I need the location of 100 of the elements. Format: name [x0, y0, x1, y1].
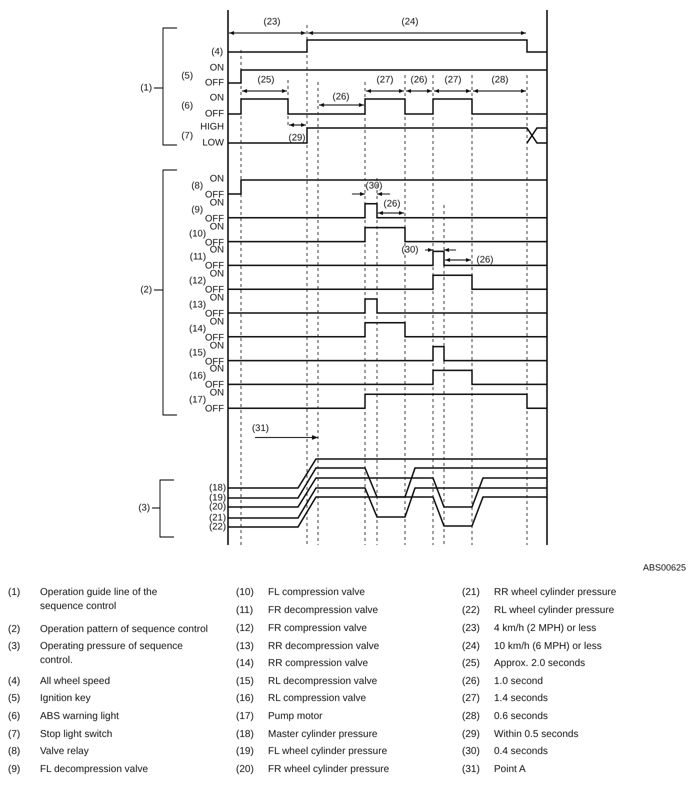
key-description: RL decompression valve [268, 675, 378, 689]
callout-number: (16) [236, 692, 254, 706]
callout-number: (6) [181, 101, 193, 111]
callout-number: (5) [181, 71, 193, 81]
callout-number: (22) [209, 522, 226, 532]
key-description: Ignition key [40, 692, 91, 706]
state-label: ON [210, 317, 224, 327]
key-description: Master cylinder pressure [268, 728, 378, 742]
callout-number: (31) [462, 763, 480, 777]
state-label: OFF [205, 404, 224, 414]
key-description: Approx. 2.0 seconds [494, 657, 586, 671]
key-description: FL wheel cylinder pressure [268, 745, 388, 759]
callout-number: (22) [462, 604, 480, 618]
key-description: FR decompression valve [268, 604, 378, 618]
key-description: RL wheel cylinder pressure [494, 604, 614, 618]
key-description: RL compression valve [268, 692, 366, 706]
callout-number: (18) [209, 483, 226, 493]
key-description: FL decompression valve [40, 763, 148, 777]
dimension-label: (26) [332, 92, 350, 102]
state-label: ON [210, 388, 224, 398]
state-label: OFF [205, 356, 224, 366]
key-description: FR wheel cylinder pressure [268, 763, 390, 777]
key-description: 0.4 seconds [494, 745, 548, 759]
state-label: ON [210, 269, 224, 279]
key-description: 0.6 seconds [494, 710, 548, 724]
callout-number: (2) [8, 623, 20, 637]
callout-number: (14) [189, 324, 206, 334]
dimension-label: (28) [492, 75, 508, 85]
key-description: Operation guide line of the sequence control [40, 586, 158, 614]
callout-number: (2) [140, 285, 152, 295]
callout-number: (21) [209, 513, 226, 523]
dimension-label: (30) [402, 245, 418, 255]
callout-number: (12) [236, 622, 254, 636]
callout-number: (10) [189, 228, 206, 238]
key-description: 1.4 seconds [494, 692, 548, 706]
callout-number: (24) [462, 640, 480, 654]
callout-number: (15) [236, 675, 254, 689]
callout-number: (13) [236, 640, 254, 654]
callout-number: (8) [8, 745, 20, 759]
state-label: OFF [205, 238, 224, 248]
state-label: ON [210, 246, 224, 256]
key-description: Stop light switch [40, 728, 112, 742]
key-description: Operating pressure of sequence control. [40, 640, 184, 668]
key-description: 1.0 second [494, 675, 543, 689]
state-label: OFF [205, 109, 224, 119]
state-label: LOW [202, 138, 224, 148]
state-label: OFF [205, 214, 224, 224]
callout-number: (7) [181, 131, 193, 141]
callout-number: (9) [8, 763, 20, 777]
callout-number: (17) [236, 710, 254, 724]
callout-number: (13) [189, 300, 206, 310]
state-label: ON [210, 364, 224, 374]
callout-number: (27) [462, 692, 480, 706]
callout-number: (11) [236, 604, 254, 618]
key-description: Pump motor [268, 710, 322, 724]
callout-number: (8) [191, 181, 203, 191]
state-label: OFF [205, 309, 224, 319]
callout-number: (19) [209, 493, 226, 503]
state-label: ON [210, 222, 224, 232]
callout-number: (4) [211, 47, 223, 57]
key-description: RR compression valve [268, 657, 368, 671]
callout-number: (29) [462, 728, 480, 742]
callout-number: (28) [462, 710, 480, 724]
callout-number: (5) [8, 692, 20, 706]
dimension-label: (26) [476, 255, 494, 265]
dimension-label: (27) [376, 75, 394, 85]
callout-number: (19) [236, 745, 254, 759]
state-label: OFF [205, 190, 224, 200]
state-label: ON [210, 198, 224, 208]
key-description: Within 0.5 seconds [494, 728, 578, 742]
state-label: ON [210, 174, 224, 184]
key-description: RR decompression valve [268, 640, 380, 654]
callout-number: (10) [236, 586, 254, 600]
callout-number: (25) [462, 657, 480, 671]
callout-number: (12) [189, 276, 206, 286]
dimension-label: (25) [258, 75, 274, 85]
key-description: ABS warning light [40, 710, 119, 724]
callout-number: (4) [8, 675, 20, 689]
callout-number: (21) [462, 586, 480, 600]
leader-arrow [254, 435, 318, 440]
key-description: 10 km/h (6 MPH) or less [494, 640, 602, 654]
dimension-label: (23) [264, 17, 280, 27]
callout-number: (3) [8, 640, 20, 654]
state-label: OFF [205, 285, 224, 295]
callout-number: (14) [236, 657, 254, 671]
key-description: FL compression valve [268, 586, 365, 600]
key-description: All wheel speed [40, 675, 110, 689]
state-label: OFF [205, 78, 224, 88]
state-label: OFF [205, 380, 224, 390]
state-label: ON [210, 63, 224, 73]
figure-code: ABS00625 [642, 564, 686, 572]
callout-number: (15) [189, 348, 206, 358]
callout-number: (6) [8, 710, 20, 724]
callout-number: (23) [462, 622, 480, 636]
state-label: OFF [205, 333, 224, 343]
key-description: RR wheel cylinder pressure [494, 586, 616, 600]
key-description: 4 km/h (2 MPH) or less [494, 622, 596, 636]
callout-number: (30) [462, 745, 480, 759]
state-label: OFF [205, 262, 224, 272]
callout-number: (9) [191, 205, 203, 215]
